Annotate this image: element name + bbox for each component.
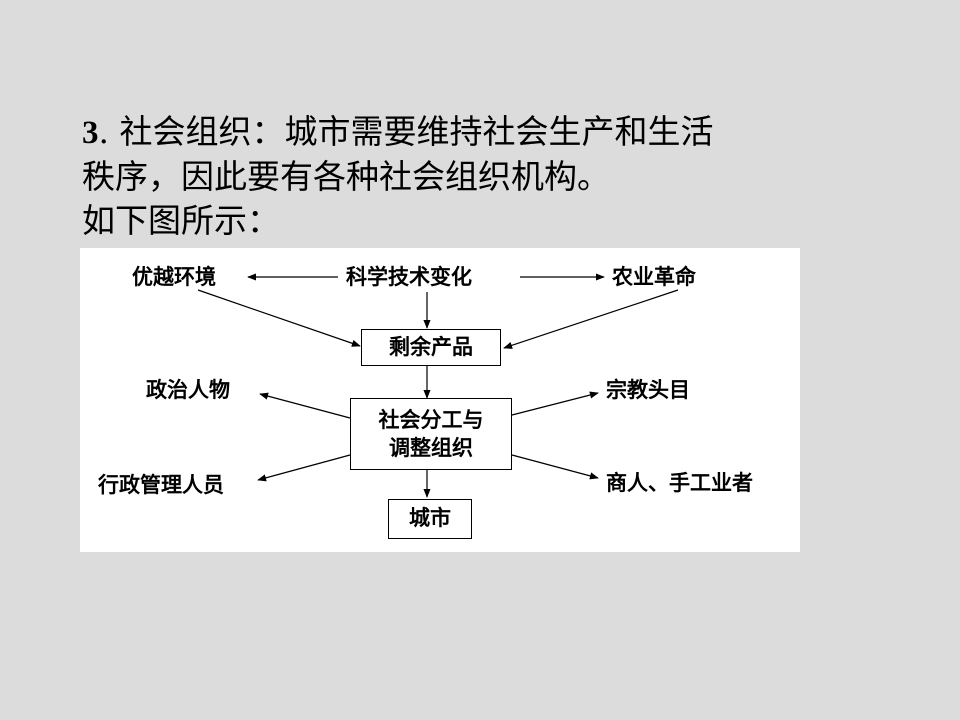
arrow-division-to-admin bbox=[257, 454, 351, 482]
node-administrators: 行政管理人员 bbox=[98, 473, 224, 497]
text-line-2: 秩序，因此要有各种社会组织机构。 bbox=[82, 157, 610, 196]
node-politicians: 政治人物 bbox=[146, 378, 230, 402]
arrow-division-to-merchants bbox=[511, 454, 599, 480]
division-line-2: 调整组织 bbox=[389, 436, 473, 460]
node-tech-change: 科学技术变化 bbox=[346, 265, 472, 289]
diagram-arrows bbox=[197, 273, 679, 498]
node-favorable-environment: 优越环境 bbox=[132, 265, 216, 289]
node-division-of-labor: 社会分工与 调整组织 bbox=[350, 398, 512, 470]
line-1-text: 社会组织：城市需要维持社会生产和生活 bbox=[109, 112, 714, 151]
slide-body-text: 3. 社会组织：城市需要维持社会生产和生活 秩序，因此要有各种社会组织机构。 如… bbox=[82, 110, 842, 243]
text-line-1: 3. 社会组织：城市需要维持社会生产和生活 bbox=[82, 110, 842, 155]
node-merchants-craftsmen: 商人、手工业者 bbox=[606, 471, 753, 495]
node-religious-leaders: 宗教头目 bbox=[606, 378, 690, 402]
arrow-division-to-politicians bbox=[259, 392, 351, 419]
arrow-division-to-religious bbox=[511, 391, 599, 416]
city-formation-diagram: 优越环境 科学技术变化 农业革命 剩余产品 政治人物 宗教头目 社会分工与 调整… bbox=[80, 248, 800, 552]
arrow-agri-to-surplus bbox=[503, 289, 679, 349]
node-agricultural-revolution: 农业革命 bbox=[612, 265, 696, 289]
arrow-env-to-surplus bbox=[197, 289, 361, 347]
node-surplus-products: 剩余产品 bbox=[361, 329, 501, 366]
point-separator: . bbox=[98, 112, 110, 151]
division-line-1: 社会分工与 bbox=[378, 408, 484, 432]
point-number: 3 bbox=[82, 115, 99, 151]
node-city: 城市 bbox=[388, 499, 472, 539]
text-line-3: 如下图所示： bbox=[82, 201, 280, 240]
